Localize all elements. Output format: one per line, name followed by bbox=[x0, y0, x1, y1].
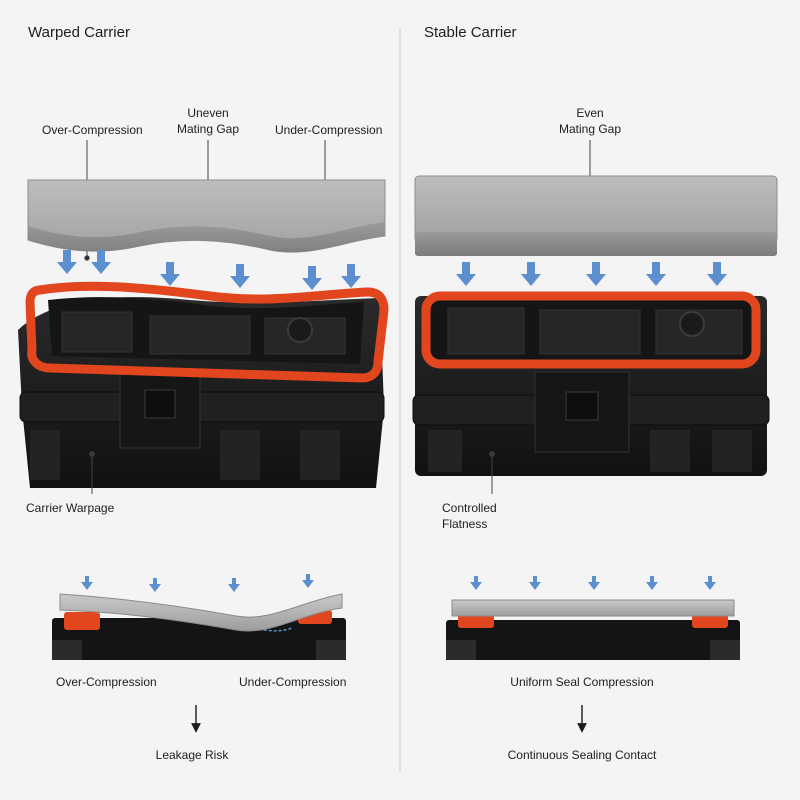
right-cross-section bbox=[446, 576, 740, 660]
flat-cover bbox=[414, 175, 778, 256]
carrier-warpage-callout: Carrier Warpage bbox=[26, 501, 115, 515]
flatness-callout-line1: Controlled bbox=[442, 501, 497, 515]
over-compression-callout: Over-Compression bbox=[42, 123, 143, 137]
warped-housing bbox=[18, 281, 389, 488]
flatness-callout-line2: Flatness bbox=[442, 517, 487, 531]
flatness-leader bbox=[489, 451, 495, 494]
right-result-label: Continuous Sealing Contact bbox=[508, 748, 657, 762]
flat-housing bbox=[412, 291, 770, 476]
right-section-uniform-label: Uniform Seal Compression bbox=[510, 675, 653, 689]
uneven-gap-callout-line2: Mating Gap bbox=[177, 122, 239, 136]
uneven-gap-callout-line1: Uneven bbox=[187, 106, 228, 120]
even-gap-callout-line1: Even bbox=[576, 106, 603, 120]
left-result-label: Leakage Risk bbox=[156, 748, 230, 762]
left-section-under-label: Under-Compression bbox=[239, 675, 346, 689]
under-compression-callout: Under-Compression bbox=[275, 123, 382, 137]
even-gap-callout-line2: Mating Gap bbox=[559, 122, 621, 136]
left-cross-section bbox=[52, 574, 346, 660]
right-panel-title: Stable Carrier bbox=[424, 24, 517, 41]
warped-cover bbox=[27, 179, 386, 253]
left-panel-title: Warped Carrier bbox=[28, 24, 130, 41]
right-force-arrows bbox=[456, 262, 727, 286]
left-force-arrows bbox=[57, 250, 361, 290]
carrier-warpage-leader bbox=[89, 451, 95, 494]
left-section-over-label: Over-Compression bbox=[56, 675, 157, 689]
